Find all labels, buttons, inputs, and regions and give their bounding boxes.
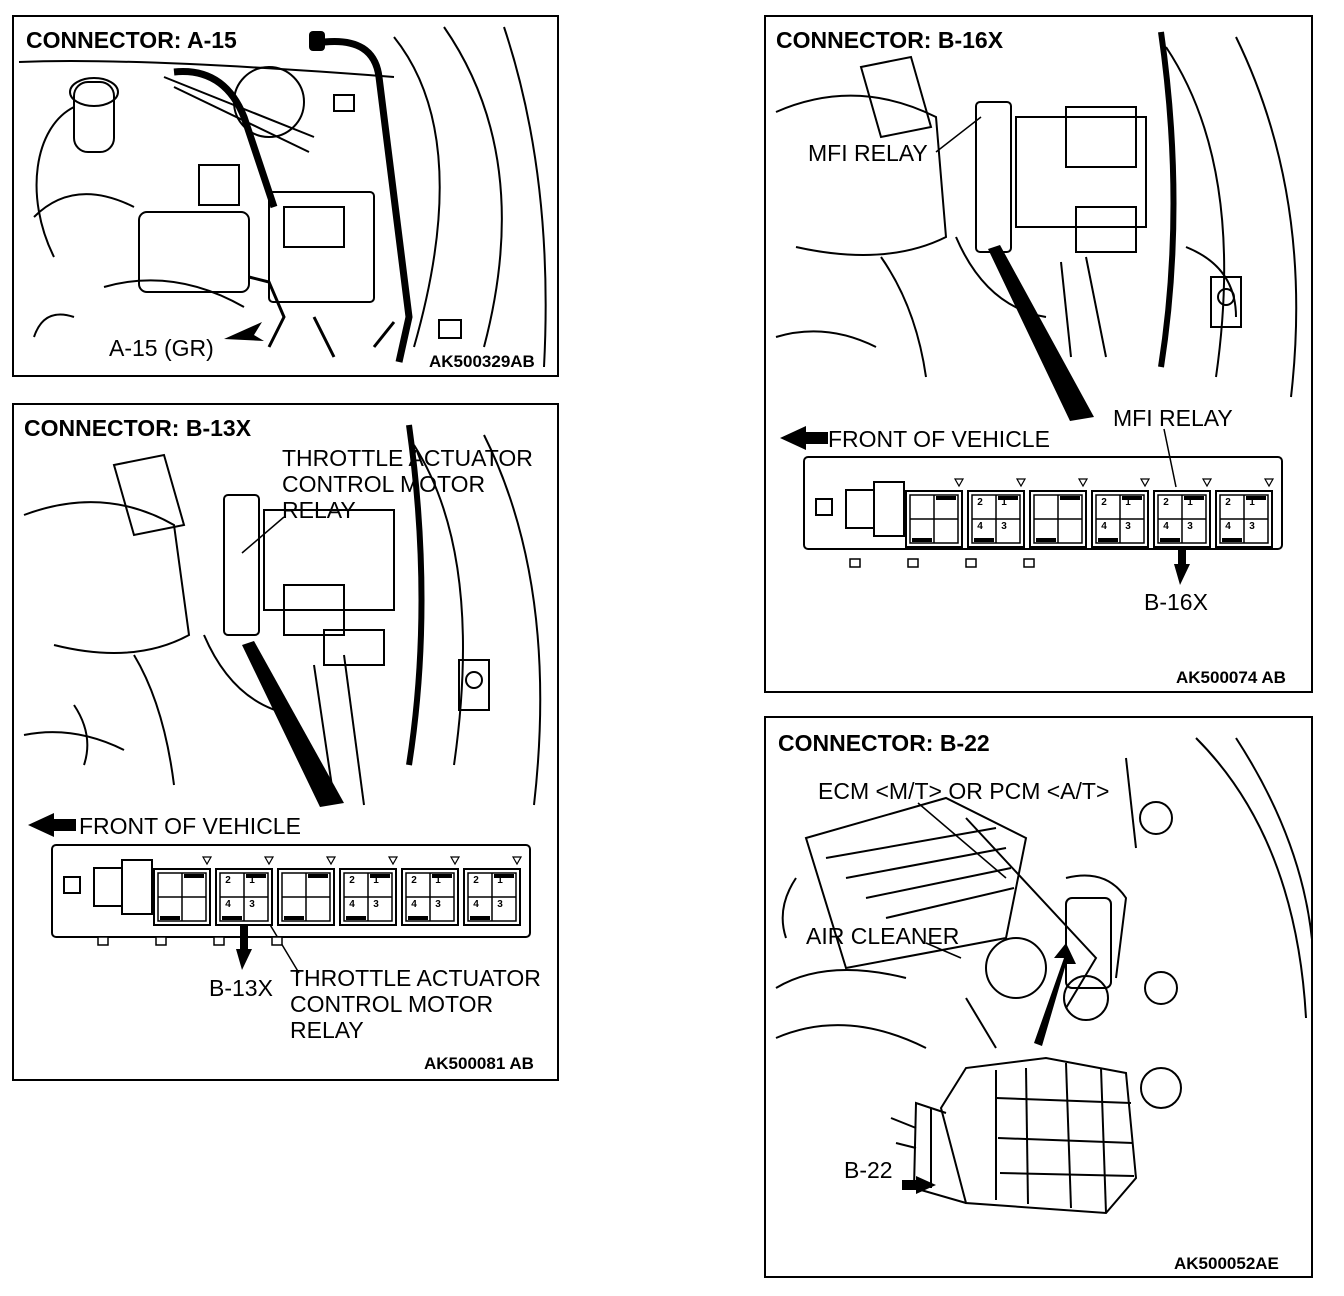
engine-bay-illustration-b16x: 2 1 4 3 2 1 4 3 2 1 4 3 2 1 4 3 — [775, 31, 1298, 585]
panel-connector-b22: CONNECTOR: B-22 ECM <M/T> OR PCM <A/T> A… — [764, 716, 1313, 1278]
mfi-relay-label-box: MFI RELAY — [1113, 405, 1233, 431]
orientation-mark-icon — [1077, 478, 1089, 488]
mfi-relay-label-top: MFI RELAY — [808, 140, 928, 166]
connector-label-b22: B-22 — [844, 1157, 893, 1183]
relay-pin-number: 4 — [225, 899, 231, 910]
front-of-vehicle-label-b16x: FRONT OF VEHICLE — [828, 426, 1050, 452]
relay-pin-number: 3 — [1187, 521, 1193, 532]
front-of-vehicle-label-b13x: FRONT OF VEHICLE — [79, 813, 301, 839]
relay-pin-number: 2 — [349, 875, 355, 886]
relay-socket — [1029, 490, 1087, 548]
relay-socket — [153, 868, 211, 926]
relay-socket: 2 1 4 3 — [215, 868, 273, 926]
relay-pin-number: 3 — [1249, 521, 1255, 532]
figure-code-b16x: AK500074 AB — [1176, 668, 1286, 687]
relay-pin-number: 3 — [1125, 521, 1131, 532]
relay-pin-number: 2 — [1101, 497, 1107, 508]
orientation-mark-icon — [1201, 478, 1213, 488]
relay-pin-number: 4 — [1163, 521, 1169, 532]
relay-pin-number: 2 — [411, 875, 417, 886]
panel-connector-b16x: 2 1 4 3 2 1 4 3 2 1 4 3 2 1 4 3 CONNECTOR: B-16X MFI RE… — [764, 15, 1313, 693]
panel-title-b13x: CONNECTOR: B-13X — [24, 415, 252, 441]
air-cleaner-label: AIR CLEANER — [806, 923, 960, 949]
zoom-pointer-b16x — [988, 245, 1094, 421]
relay-block-b13x: 2 1 4 3 2 1 4 3 2 1 4 3 2 1 4 3 — [51, 844, 531, 946]
relay-block-b16x: 2 1 4 3 2 1 4 3 2 1 4 3 2 1 4 3 — [803, 456, 1283, 568]
relay-socket: 2 1 4 3 — [401, 868, 459, 926]
orientation-mark-icon — [1263, 478, 1275, 488]
connector-label-b16x: B-16X — [1144, 589, 1208, 615]
relay-label-top-b13x: THROTTLE ACTUATOR CONTROL MOTOR RELAY — [282, 445, 533, 523]
figure-code-a15: AK500329AB — [429, 352, 535, 371]
relay-pin-number: 2 — [225, 875, 231, 886]
relay-pin-number: 1 — [1001, 497, 1007, 508]
relay-pin-number: 1 — [1125, 497, 1131, 508]
connector-label-a15: A-15 (GR) — [109, 335, 214, 361]
ecm-unit-illustration — [890, 1056, 1138, 1215]
relay-socket: 2 1 4 3 — [1091, 490, 1149, 548]
relay-pin-number: 1 — [249, 875, 255, 886]
orientation-mark-icon — [263, 856, 275, 866]
relay-pin-number: 3 — [249, 899, 255, 910]
orientation-mark-icon — [1139, 478, 1151, 488]
relay-pin-number: 1 — [497, 875, 503, 886]
relay-pin-number: 2 — [1225, 497, 1231, 508]
zoom-pointer-b13x — [242, 641, 344, 807]
relay-pin-number: 1 — [1249, 497, 1255, 508]
panel-connector-b13x: 2 1 4 3 2 1 4 3 2 1 4 3 2 1 4 3 CONNECTOR: B-13X THROTT… — [12, 403, 559, 1081]
orientation-mark-icon — [325, 856, 337, 866]
engine-bay-illustration-b22 — [775, 737, 1311, 1215]
panel-title-b22: CONNECTOR: B-22 — [778, 730, 990, 756]
figure-code-b13x: AK500081 AB — [424, 1054, 534, 1073]
relay-label-bottom-b13x: THROTTLE ACTUATOR CONTROL MOTOR RELAY — [290, 965, 541, 1043]
panel-connector-a15: CONNECTOR: A-15 A-15 (GR) AK500329AB — [12, 15, 559, 377]
orientation-mark-icon — [201, 856, 213, 866]
orientation-mark-icon — [953, 478, 965, 488]
orientation-mark-icon — [511, 856, 523, 866]
relay-socket: 2 1 4 3 — [463, 868, 521, 926]
orientation-mark-icon — [387, 856, 399, 866]
relay-pin-number: 3 — [1001, 521, 1007, 532]
relay-pin-number: 4 — [411, 899, 417, 910]
relay-pin-number: 4 — [349, 899, 355, 910]
panel-title-a15: CONNECTOR: A-15 — [26, 27, 237, 53]
ecm-pcm-label: ECM <M/T> OR PCM <A/T> — [818, 778, 1110, 804]
relay-pin-number: 4 — [473, 899, 479, 910]
relay-pin-number: 2 — [977, 497, 983, 508]
relay-socket: 2 1 4 3 — [1215, 490, 1273, 548]
relay-socket — [277, 868, 335, 926]
relay-socket: 2 1 4 3 — [339, 868, 397, 926]
relay-pin-number: 1 — [1187, 497, 1193, 508]
engine-bay-illustration-b13x: 2 1 4 3 2 1 4 3 2 1 4 3 2 1 4 3 — [23, 424, 542, 974]
relay-pin-number: 2 — [473, 875, 479, 886]
relay-pin-number: 4 — [1101, 521, 1107, 532]
zoom-pointer-b22 — [1034, 943, 1076, 1046]
orientation-mark-icon — [1015, 478, 1027, 488]
relay-pin-number: 3 — [435, 899, 441, 910]
figure-code-b22: AK500052AE — [1174, 1254, 1279, 1273]
engine-bay-illustration-a15 — [18, 26, 547, 368]
relay-pin-number: 4 — [1225, 521, 1231, 532]
relay-socket: 2 1 4 3 — [1153, 490, 1211, 548]
relay-pin-number: 2 — [1163, 497, 1169, 508]
relay-socket — [905, 490, 963, 548]
relay-pin-number: 1 — [373, 875, 379, 886]
panel-title-b16x: CONNECTOR: B-16X — [776, 27, 1004, 53]
relay-pin-number: 3 — [497, 899, 503, 910]
relay-socket: 2 1 4 3 — [967, 490, 1025, 548]
relay-pin-number: 3 — [373, 899, 379, 910]
orientation-mark-icon — [449, 856, 461, 866]
relay-pin-number: 4 — [977, 521, 983, 532]
relay-pin-number: 1 — [435, 875, 441, 886]
connector-label-b13x: B-13X — [209, 975, 273, 1001]
